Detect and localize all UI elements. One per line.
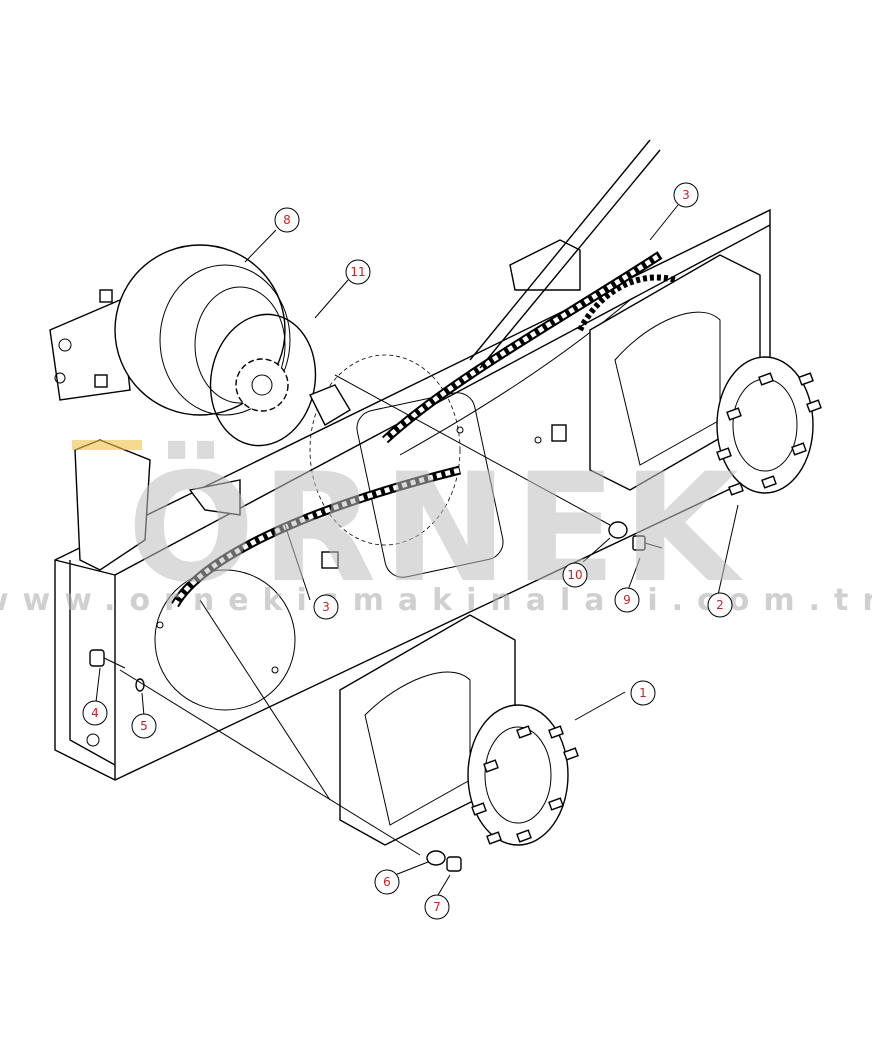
callout-number: 7 [433, 900, 441, 914]
callout-number: 3 [322, 600, 330, 614]
bolt-4 [89, 649, 126, 669]
callout-2: 2 [707, 592, 733, 618]
callout-labels: 1 2 3 3 4 5 6 7 8 9 10 11 [82, 182, 733, 920]
callout-3a: 3 [673, 182, 699, 208]
bolt-9 [632, 535, 663, 551]
callout-circle [673, 182, 699, 208]
callout-number: 9 [623, 593, 631, 607]
callout-number: 11 [350, 265, 365, 279]
callout-number: 6 [383, 875, 391, 889]
callout-7: 7 [424, 894, 450, 920]
wheel-studs-upper [716, 372, 822, 496]
callout-8: 8 [274, 207, 300, 233]
callout-circle [313, 594, 339, 620]
o-ring [209, 313, 317, 447]
callout-circle [131, 713, 157, 739]
callout-circle [614, 587, 640, 613]
callout-9: 9 [614, 587, 640, 613]
callout-circle [82, 700, 108, 726]
callout-number: 4 [91, 706, 99, 720]
callout-number: 3 [682, 188, 690, 202]
callout-1: 1 [630, 680, 656, 706]
callout-11: 11 [345, 259, 371, 285]
watermark: ÖRNEK www.ornekismakinalari.com.tr [0, 440, 872, 618]
nut-7 [446, 856, 462, 872]
callout-circle [630, 680, 656, 706]
callout-number: 5 [140, 719, 148, 733]
callout-circle [345, 259, 371, 285]
callout-10: 10 [562, 562, 588, 588]
watermark-accent [72, 440, 142, 450]
watermark-url: www.ornekismakinalari.com.tr [0, 583, 872, 618]
callout-6: 6 [374, 869, 400, 895]
watermark-title: ÖRNEK [127, 440, 744, 616]
washer-10 [608, 521, 628, 539]
callout-circle [424, 894, 450, 920]
callout-5: 5 [131, 713, 157, 739]
drive-motor [49, 244, 317, 447]
callout-circle [562, 562, 588, 588]
callout-number: 1 [639, 686, 647, 700]
callout-number: 8 [283, 213, 291, 227]
wheel-studs-lower [471, 725, 579, 845]
callout-number: 10 [567, 568, 582, 582]
drive-chain-lower [171, 465, 462, 608]
callout-3b: 3 [313, 594, 339, 620]
callout-circle [274, 207, 300, 233]
axle-hub-upper [577, 254, 822, 496]
axle-hub-lower [339, 614, 579, 846]
callout-number: 2 [716, 598, 724, 612]
callout-circle [707, 592, 733, 618]
callout-4: 4 [82, 700, 108, 726]
leader-lines [95, 204, 739, 896]
callout-circle [374, 869, 400, 895]
washer-6 [426, 850, 446, 866]
